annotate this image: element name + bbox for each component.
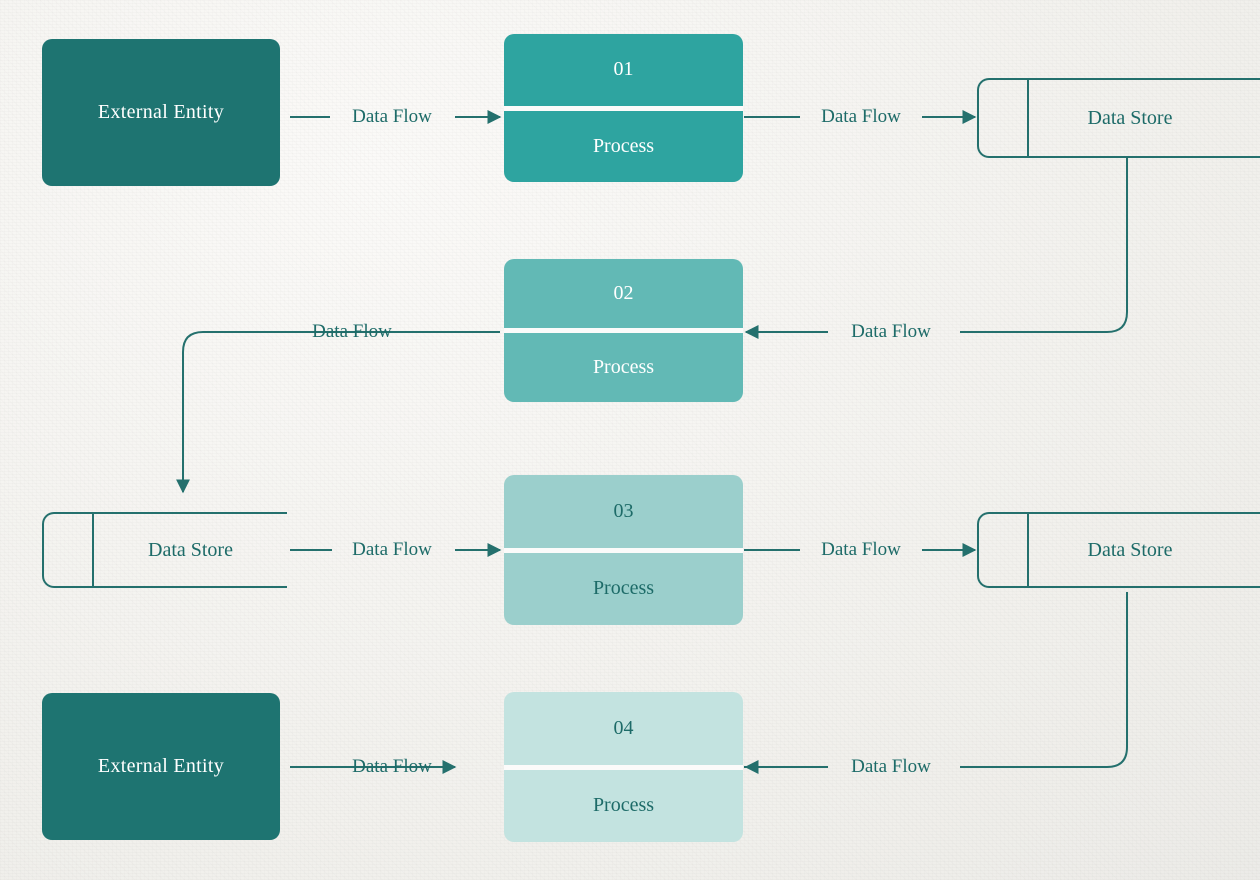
flow-label-p03-to-store3: Data Flow	[821, 539, 901, 560]
flow-label-p04-to-entity: Data Flow	[352, 756, 432, 777]
flow-label-p01-to-store1: Data Flow	[821, 106, 901, 127]
process-04[interactable]: 04 Process	[504, 692, 743, 842]
process-03-number: 03	[613, 499, 634, 522]
process-01-number: 01	[613, 58, 634, 81]
data-store-row3-right-label: Data Store	[1087, 538, 1173, 561]
external-entity-bottom-left[interactable]: External Entity	[42, 693, 280, 840]
connector-store3-to-p04	[960, 592, 1128, 768]
process-02-divider	[504, 328, 743, 333]
flow-label-p02-to-store2: Data Flow	[312, 321, 392, 342]
flow-label-store3-to-p04: Data Flow	[851, 756, 931, 777]
process-01-divider	[504, 105, 743, 111]
process-04-label: Process	[592, 794, 655, 817]
data-store-tab	[979, 80, 1029, 156]
data-store-row3-left[interactable]: Data Store	[42, 512, 287, 588]
process-02-label: Process	[592, 356, 655, 378]
process-03-divider	[504, 547, 743, 553]
flow-label-entity-to-p01: Data Flow	[352, 106, 432, 127]
data-store-row1-right-label: Data Store	[1087, 106, 1173, 129]
process-02[interactable]: 02 Process	[504, 259, 743, 402]
flow-label-store1-to-p02: Data Flow	[851, 321, 931, 342]
connector-store1-to-p02	[960, 158, 1128, 333]
process-02-number: 02	[613, 282, 634, 304]
connector-p02-to-store2	[176, 331, 500, 494]
data-store-row1-right[interactable]: Data Store	[977, 78, 1260, 158]
process-04-number: 04	[613, 716, 634, 739]
data-store-row3-right[interactable]: Data Store	[977, 512, 1260, 588]
external-entity-top-left[interactable]: External Entity	[42, 39, 280, 186]
process-01[interactable]: 01 Process	[504, 34, 743, 182]
external-entity-label: External Entity	[97, 101, 225, 123]
process-03-label: Process	[592, 577, 655, 600]
process-04-divider	[504, 764, 743, 770]
external-entity-label: External Entity	[97, 755, 225, 777]
data-store-tab	[44, 514, 94, 586]
data-store-row3-left-label: Data Store	[148, 538, 233, 561]
data-store-tab	[979, 514, 1029, 586]
process-01-label: Process	[592, 134, 655, 157]
flow-label-store2-to-p03: Data Flow	[352, 539, 432, 560]
process-03[interactable]: 03 Process	[504, 475, 743, 625]
